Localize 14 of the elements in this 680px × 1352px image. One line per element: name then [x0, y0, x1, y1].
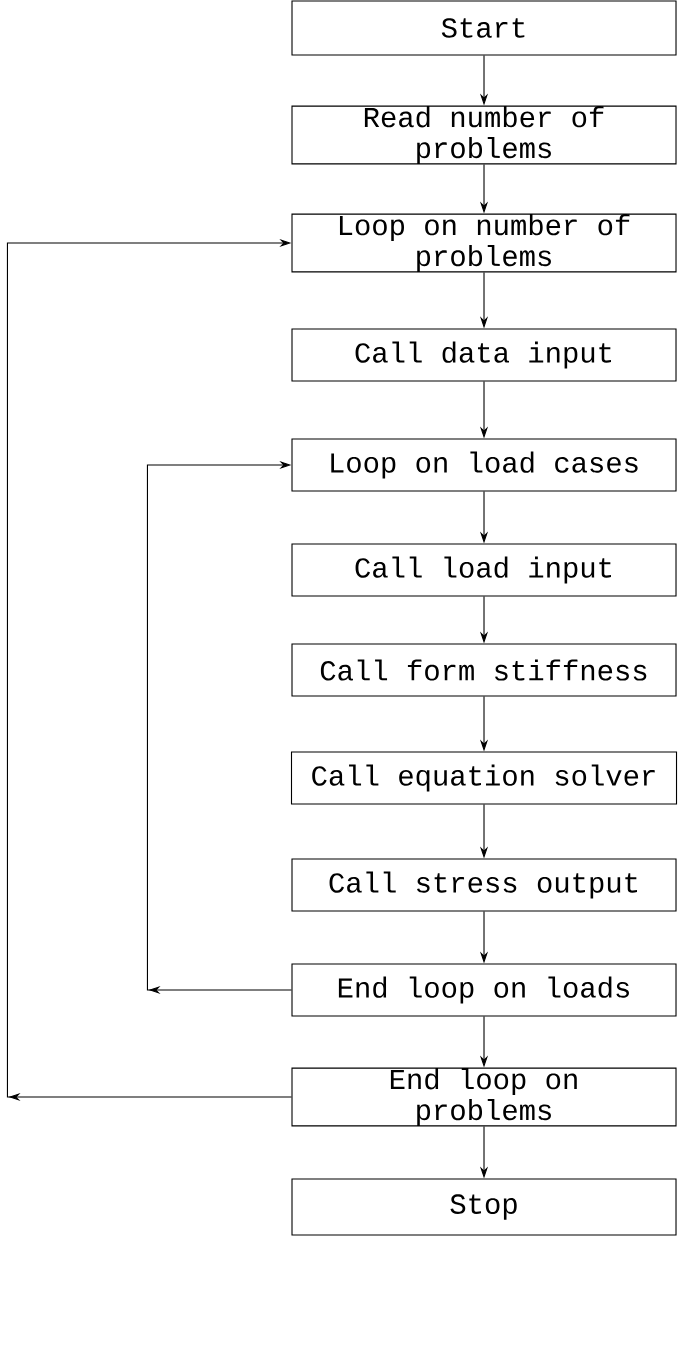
- process-box: End loop on loads: [291, 963, 677, 1017]
- process-box: Call load input: [291, 543, 677, 597]
- loop-back-arrow: [146, 460, 292, 995]
- process-box: Start: [291, 0, 677, 56]
- process-box: End loop on problems: [291, 1067, 677, 1127]
- process-box: Call equation solver: [290, 751, 678, 805]
- loop-back-arrow: [6, 238, 292, 1102]
- process-box: Call form stiffness: [291, 643, 677, 697]
- process-box: Loop on number of problems: [291, 213, 677, 273]
- process-box: Loop on load cases: [291, 438, 677, 492]
- process-box: Read number of problems: [291, 105, 677, 165]
- process-box: Stop: [291, 1178, 677, 1236]
- process-box: Call data input: [291, 328, 677, 382]
- process-box: Call stress output: [291, 858, 677, 912]
